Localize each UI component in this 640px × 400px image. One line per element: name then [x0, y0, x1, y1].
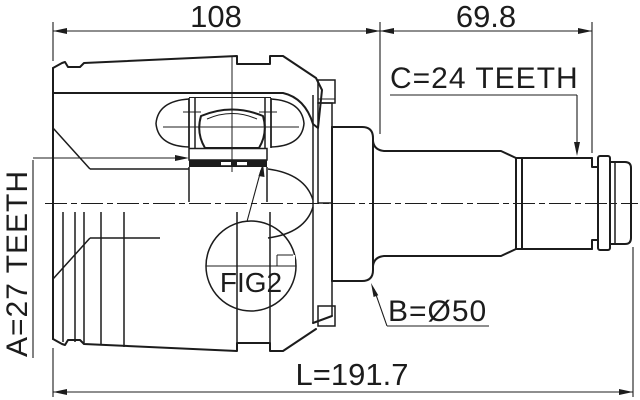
ball [198, 108, 266, 149]
dim-69-8-text: 69.8 [456, 0, 516, 34]
label-a-spline: A=27 TEETH [1, 155, 189, 358]
shaft-tip [609, 161, 632, 245]
fig2-leader [246, 169, 262, 222]
boot-lip-top [317, 79, 336, 104]
housing-exterior-bottom [52, 67, 336, 352]
shaft-collar [597, 155, 611, 251]
c-spline-text: C=24 TEETH [390, 62, 579, 95]
housing-section-top [52, 55, 336, 204]
ball-and-inner-race [155, 56, 305, 202]
track-lobe-left [155, 98, 190, 148]
boot-groove-ring [331, 126, 374, 282]
label-b-diameter: B=Ø50 [371, 283, 489, 328]
a-spline-text: A=27 TEETH [1, 170, 34, 357]
fig2-detail: FIG2 [205, 163, 297, 312]
dim-length-text: L=191.7 [296, 357, 409, 392]
housing-wall-hatched [52, 55, 323, 129]
shaft [331, 126, 632, 282]
dimension-69-8: 69.8 [380, 0, 593, 153]
dimension-108: 108 [52, 0, 381, 134]
dim-108-text: 108 [190, 0, 242, 34]
boot-lip-bottom [317, 305, 336, 327]
track-lobe-right [270, 98, 305, 148]
mouth-chamfer-top [52, 127, 91, 170]
fig2-hatch [205, 220, 297, 267]
fig2-label: FIG2 [220, 267, 282, 298]
dimension-overall-length: L=191.7 [52, 247, 634, 397]
b-diameter-text: B=Ø50 [388, 295, 487, 328]
label-c-spline: C=24 TEETH [390, 62, 580, 156]
